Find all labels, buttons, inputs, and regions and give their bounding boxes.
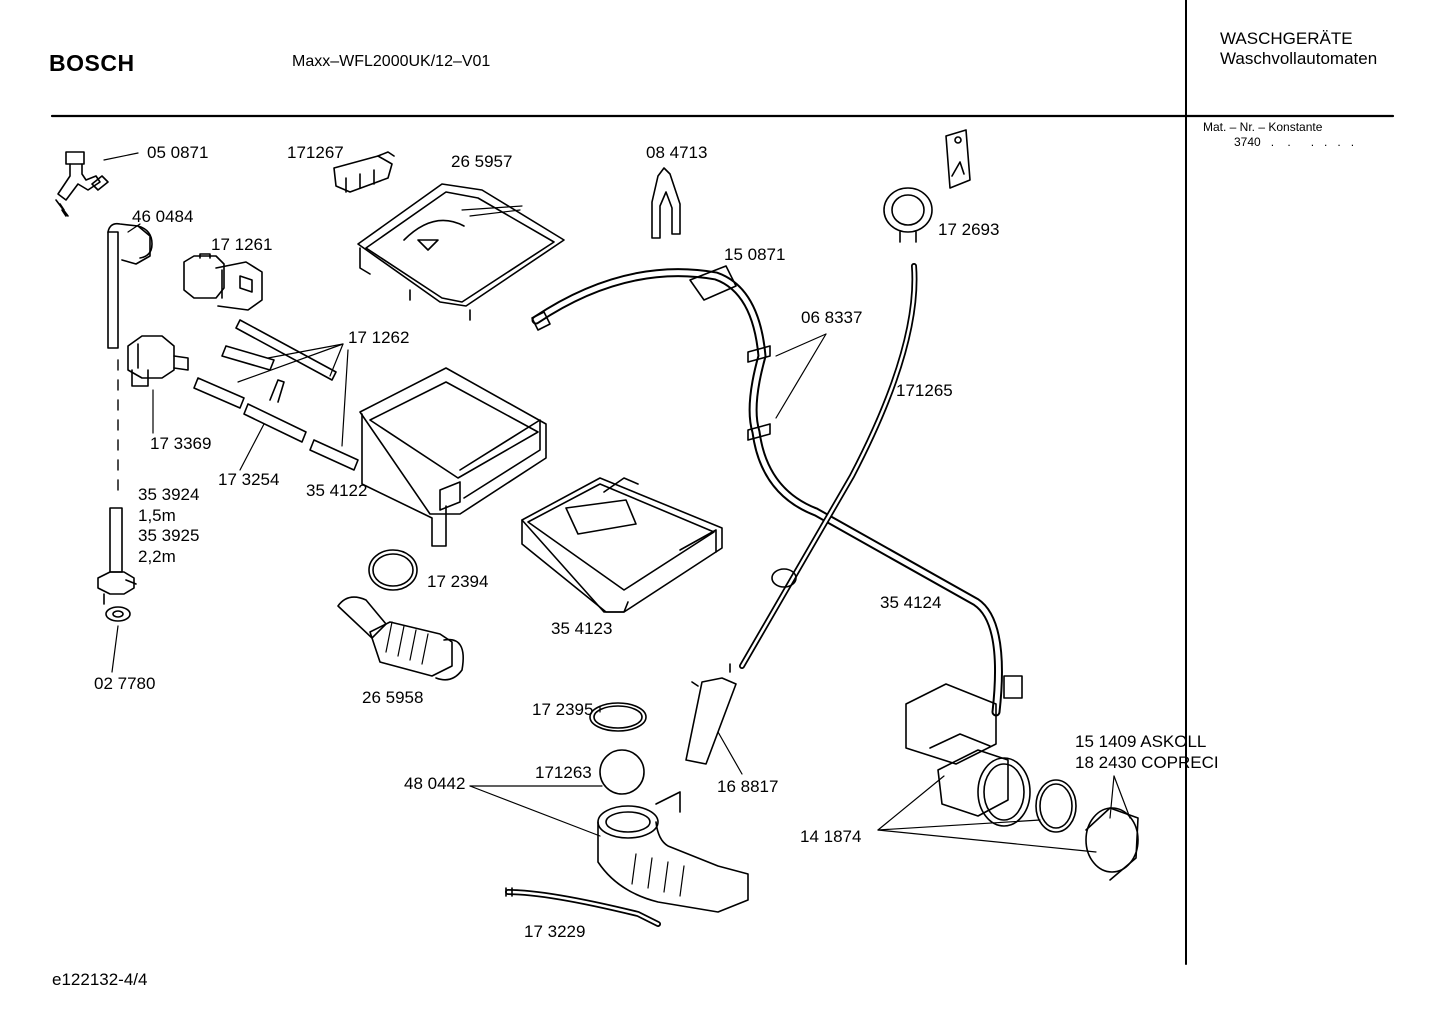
part-label: 15 0871 [724,245,786,264]
sump-ring-part [589,702,647,732]
part-label: 02 7780 [94,674,156,693]
dispenser-lid-part [357,183,565,321]
part-label: 35 4124 [880,593,942,612]
solenoid-valve-part [183,253,263,311]
fork-clip-part [651,167,681,239]
ring-part [368,549,418,591]
brand-logo: BOSCH [49,50,135,76]
pressure-switch-part [883,129,971,243]
part-label: 2,2m [138,547,176,566]
part-label: 35 4123 [551,619,613,638]
part-label: 06 8337 [801,308,863,327]
part-label: 171265 [896,381,953,400]
part-label: 35 4122 [306,481,368,500]
overflow-hose-part [531,265,1023,717]
part-label: 17 3254 [218,470,280,489]
part-label: 17 3229 [524,922,586,941]
small-hose-part [505,887,661,927]
mat-number-label: Mat. – Nr. – Konstante [1203,120,1323,134]
part-label: 35 3924 [138,485,200,504]
valve-small-part [127,335,189,434]
part-label: 08 4713 [646,143,708,162]
model-title: Maxx–WFL2000UK/12–V01 [292,53,491,70]
part-label: 1,5m [138,506,176,525]
detergent-drawer-part [521,477,723,613]
part-label: 17 2394 [427,572,489,591]
part-label: 35 3925 [138,526,200,545]
dispenser-housing-part [359,367,547,547]
part-label: 46 0484 [132,207,194,226]
category-line1: WASCHGERÄTE [1220,29,1353,48]
part-label: 17 2693 [938,220,1000,239]
part-label: 14 1874 [800,827,862,846]
part-label: 15 1409 ASKOLL [1075,732,1207,751]
part-label: 171263 [535,763,592,782]
part-label: 17 3369 [150,434,212,453]
part-label: 16 8817 [717,777,779,796]
drawing-id: e122132-4/4 [52,970,148,989]
part-label: 17 1262 [348,328,410,347]
ball-valve-part [599,749,645,795]
sensor-part [685,663,743,775]
part-label: 17 2395 [532,700,594,719]
drain-pump-part [877,683,1139,881]
part-label: 48 0442 [404,774,466,793]
part-label: 26 5957 [451,152,513,171]
inlet-hose-part [107,222,153,349]
pressure-hose-part [739,263,918,669]
bellows-hose-part [337,596,464,681]
clip-part [333,151,395,193]
y-connector-part [55,151,139,217]
frame-lines [50,0,1395,965]
mat-number-value: 3740 . . . . . . [1234,135,1355,149]
part-label: 26 5958 [362,688,424,707]
part-label: 17 1261 [211,235,273,254]
tubes-part [193,319,359,471]
part-label: 171267 [287,143,344,162]
part-label: 05 0871 [147,143,209,162]
category-line2: Waschvollautomaten [1220,49,1378,68]
part-label: 18 2430 COPRECI [1075,753,1219,772]
hose-end-part [97,507,137,673]
sump-hose-part [469,785,749,913]
